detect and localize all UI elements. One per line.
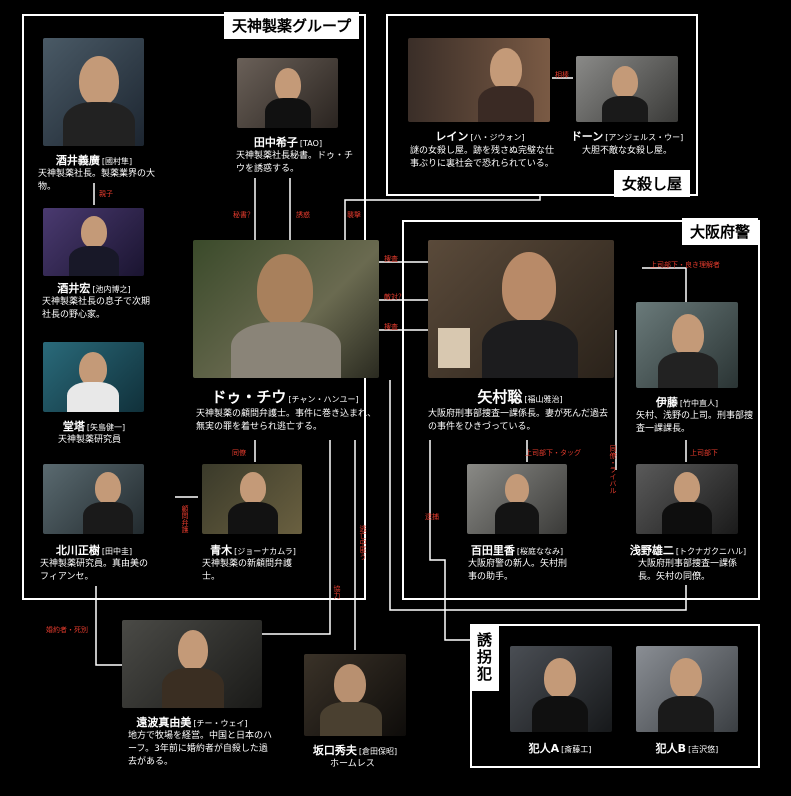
kidnapper-group-frame — [470, 624, 760, 768]
rel-tousou: 逃亡中匿う — [359, 525, 367, 560]
name-rain: レイン[ハ・ジウォン] — [435, 130, 525, 143]
name-sakaguchi: 坂口秀夫[倉田保昭] — [312, 744, 398, 757]
name-kidnapper-b: 犯人B[吉沢悠] — [655, 742, 719, 755]
desc-ito: 矢村、浅野の上司。刑事部捜査一課課長。 — [636, 411, 754, 434]
rel-oyako: 親子 — [99, 190, 113, 198]
desc-aoki: 天神製薬の新顧問弁護士。 — [202, 559, 293, 582]
portrait-kitagawa — [43, 464, 144, 534]
name-sakai-yoshihiro: 酒井義廣[國村隼] — [55, 154, 133, 167]
kidnapper-group-label: 誘拐犯 — [470, 624, 499, 691]
portrait-dawn — [576, 56, 678, 122]
name-sakai-hiroshi: 酒井宏[池内博之] — [57, 282, 131, 295]
portrait-toba-mayumi — [122, 620, 262, 708]
portrait-du-qiu — [193, 240, 379, 378]
desc-dawn: 大胆不敵な女殺し屋。 — [582, 146, 673, 156]
portrait-rain — [408, 38, 550, 122]
desc-rain: 謎の女殺し屋。跡を残さぬ完璧な仕事ぶりに裏社会で恐れられている。 — [410, 146, 555, 169]
desc-kitagawa: 天神製薬研究員。真由美のフィアンセ。 — [40, 559, 149, 582]
name-yamura: 矢村聡[福山雅治] — [477, 388, 563, 406]
portrait-kidnapper-a — [510, 646, 612, 732]
name-momota: 百田里香[桜庭ななみ] — [470, 544, 564, 557]
desc-asano: 大阪府刑事部捜査一課係長。矢村の同僚。 — [638, 559, 738, 582]
police-group-frame — [402, 220, 760, 600]
rel-doki: 同僚 — [232, 449, 246, 457]
name-dotou: 堂塔[矢島健一] — [62, 420, 126, 433]
name-kidnapper-a: 犯人A[斎藤工] — [528, 742, 592, 755]
rel-tokumei: 協力 — [333, 585, 341, 599]
rel-joshi-buka3: 上司部下 — [690, 449, 718, 457]
portrait-yamura — [428, 240, 614, 378]
name-du-qiu: ドゥ・チウ[チャン・ハンユー] — [211, 388, 359, 406]
rel-hisho: 秘書？ — [233, 211, 254, 219]
assassin-group-frame — [386, 14, 698, 196]
rel-joshi-buka2: 上司部下・タッグ — [525, 449, 581, 457]
portrait-kidnapper-b — [636, 646, 738, 732]
rel-komon: 顧問弁護 — [181, 505, 189, 533]
desc-momota: 大阪府警の新人。矢村刑事の助手。 — [468, 559, 568, 582]
name-ito: 伊藤[竹中直人] — [655, 396, 719, 409]
desc-du-qiu: 天神製薬の顧問弁護士。事件に巻き込まれ、無実の罪を着せられ逃亡する。 — [196, 409, 377, 432]
name-tanaka-kiko: 田中希子[TAO] — [253, 136, 323, 149]
name-aoki: 青木[ジョーナカムラ] — [210, 544, 296, 557]
rel-joshi-buka1: 上司部下・良き理解者 — [650, 261, 720, 269]
rel-teki: 敵対？ — [384, 293, 405, 301]
portrait-sakaguchi — [304, 654, 406, 736]
rel-yuwaku: 誘惑 — [296, 211, 310, 219]
portrait-aoki — [202, 464, 302, 534]
rel-shugeki: 襲撃 — [347, 211, 361, 219]
portrait-sakai-yoshihiro — [43, 38, 144, 146]
desc-dotou: 天神製薬研究員 — [58, 435, 122, 445]
desc-tanaka-kiko: 天神製薬社長秘書。ドゥ・チウを誘惑する。 — [236, 151, 354, 174]
desc-sakai-hiroshi: 天神製薬社長の息子で次期社長の野心家。 — [42, 297, 151, 320]
portrait-asano — [636, 464, 738, 534]
name-kitagawa: 北川正樹[田中圭] — [55, 544, 133, 557]
name-dawn: ドーン[アンジェルス・ウー] — [570, 130, 684, 143]
portrait-tanaka-kiko — [237, 58, 338, 128]
name-toba-mayumi: 遠波真由美[チー・ウェイ] — [136, 716, 248, 729]
rel-doryo-rival: 同僚・ライバル — [609, 445, 617, 494]
police-group-label: 大阪府警 — [682, 218, 759, 245]
name-asano: 浅野雄二[トクナガクニハル] — [629, 544, 747, 557]
tenjin-group-label: 天神製薬グループ — [224, 12, 360, 39]
rel-sousa1: 捜査 — [384, 255, 398, 263]
desc-toba-mayumi: 地方で牧場を経営。中国と日本のハーフ。3年前に婚約者が自殺した過去がある。 — [128, 731, 273, 767]
assassin-group-label: 女殺し屋 — [614, 170, 691, 197]
portrait-momota — [467, 464, 567, 534]
portrait-dotou — [43, 342, 144, 412]
rel-aibou: 相棒 — [555, 71, 569, 79]
rel-sousa2: 捜査 — [384, 323, 398, 331]
portrait-sakai-hiroshi — [43, 208, 144, 276]
rel-taiho: 逮捕 — [425, 513, 439, 521]
desc-sakaguchi: ホームレス — [330, 759, 375, 769]
desc-yamura: 大阪府刑事部捜査一課係長。妻が死んだ過去の事件をひきづっている。 — [428, 409, 609, 432]
rel-konyaku: 婚約者・死別 — [46, 626, 88, 634]
portrait-ito — [636, 302, 738, 388]
desc-sakai-yoshihiro: 天神製薬社長。製薬業界の大物。 — [38, 169, 156, 192]
